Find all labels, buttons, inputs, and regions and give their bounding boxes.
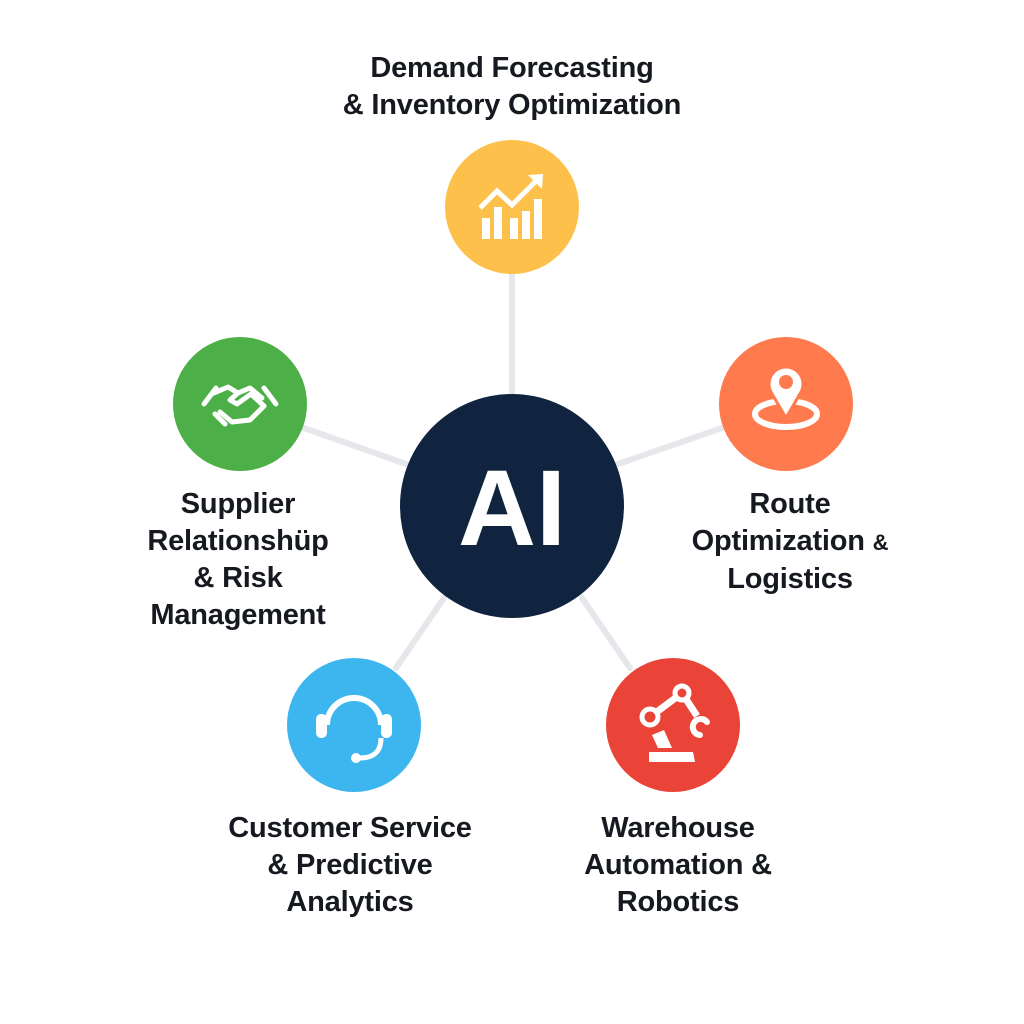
label-line: Demand Forecasting: [370, 52, 654, 84]
headset-icon: [316, 695, 392, 763]
label-warehouse-automation: Warehouse Automation & Robotics: [548, 810, 808, 921]
connector-route-optimization: [615, 425, 725, 467]
connector-customer-service: [393, 595, 447, 671]
label-line: & Predictive: [267, 849, 433, 881]
node-demand-forecasting: [445, 140, 579, 274]
label-line: & Inventory Optimization: [342, 89, 682, 121]
hub-circle: [400, 394, 624, 618]
label-line: Analytics: [286, 886, 414, 918]
trending-bar-chart-icon: [478, 174, 543, 239]
label-line: Optimization &: [660, 523, 920, 561]
hub-ai: AI: [400, 394, 624, 618]
node-route-optimization: [719, 337, 853, 471]
label-line: Management: [150, 599, 326, 631]
label-line: Customer Service: [228, 812, 472, 844]
node-warehouse-automation: [606, 658, 740, 792]
label-demand-forecasting: Demand Forecasting & Inventory Optimizat…: [262, 50, 762, 124]
label-supplier-relationship: Supplier Relationshüp & Risk Management: [108, 486, 368, 634]
label-word: Optimization: [691, 525, 865, 557]
node-circle: [606, 658, 740, 792]
node-customer-service: [287, 658, 421, 792]
label-line: Route: [749, 488, 831, 520]
label-line: Supplier: [180, 488, 296, 520]
connector-warehouse-automation: [579, 595, 633, 671]
label-line: Robotics: [616, 886, 740, 918]
node-circle: [287, 658, 421, 792]
map-pin-icon: [752, 365, 820, 430]
label-customer-service: Customer Service & Predictive Analytics: [200, 810, 500, 921]
connectors: [301, 267, 725, 671]
label-line: Logistics: [727, 563, 853, 595]
label-line: Warehouse: [601, 812, 755, 844]
label-line: Relationshüp: [147, 525, 329, 557]
node-supplier-relationship: [173, 337, 307, 471]
label-ampersand: &: [872, 530, 889, 555]
robot-arm-icon: [639, 683, 710, 762]
label-line: & Risk: [193, 562, 283, 594]
handshake-icon: [201, 384, 279, 427]
label-route-optimization: Route Optimization & Logistics: [660, 486, 920, 598]
hub-label: AI: [458, 447, 566, 568]
label-line: Automation &: [584, 849, 772, 881]
connector-supplier-relationship: [301, 425, 409, 467]
